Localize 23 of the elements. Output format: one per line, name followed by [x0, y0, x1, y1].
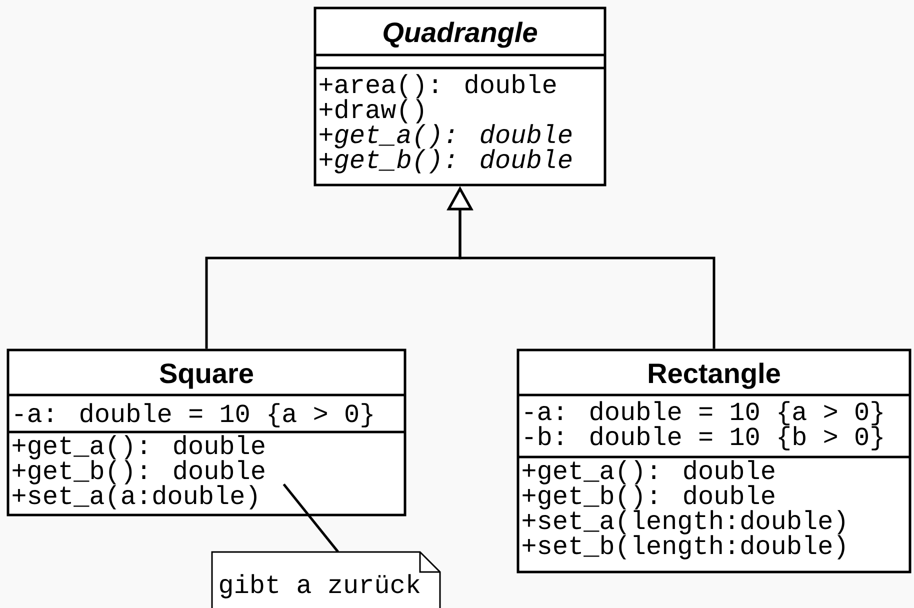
class-box — [314, 6, 606, 186]
class-name: Rectangle — [648, 362, 780, 389]
method-text: +get_a(): double — [522, 460, 774, 484]
method-text: +area(): double — [320, 74, 556, 98]
attribute-text: -a: double = 10 {a > 0} — [525, 401, 882, 426]
method-text: +set_a(a:double) — [12, 485, 256, 510]
class-name: Quadrangle — [384, 22, 538, 48]
attribute-text: -a: double = 10 {a > 0} — [15, 403, 372, 428]
method-text: +set_a(length:double) — [522, 510, 844, 534]
note-text: gibt a zurück — [220, 574, 420, 598]
attribute-text: -b: double = 10 {b > 0} — [525, 426, 882, 450]
method-text: +get_b(): double — [522, 485, 774, 510]
method-text: +draw() — [320, 99, 424, 124]
class-box — [516, 348, 912, 574]
note-box — [211, 551, 441, 608]
leader-line — [282, 483, 339, 553]
method-text: +get_a(): double — [12, 435, 264, 460]
method-text: +get_b(): double — [12, 460, 264, 484]
method-text: +set_b(length:double) — [522, 535, 844, 560]
method-text: +get_b(): double — [320, 149, 572, 174]
class-box — [6, 348, 406, 516]
class-name: Square — [160, 363, 254, 389]
method-text: +get_a(): double — [320, 124, 572, 148]
